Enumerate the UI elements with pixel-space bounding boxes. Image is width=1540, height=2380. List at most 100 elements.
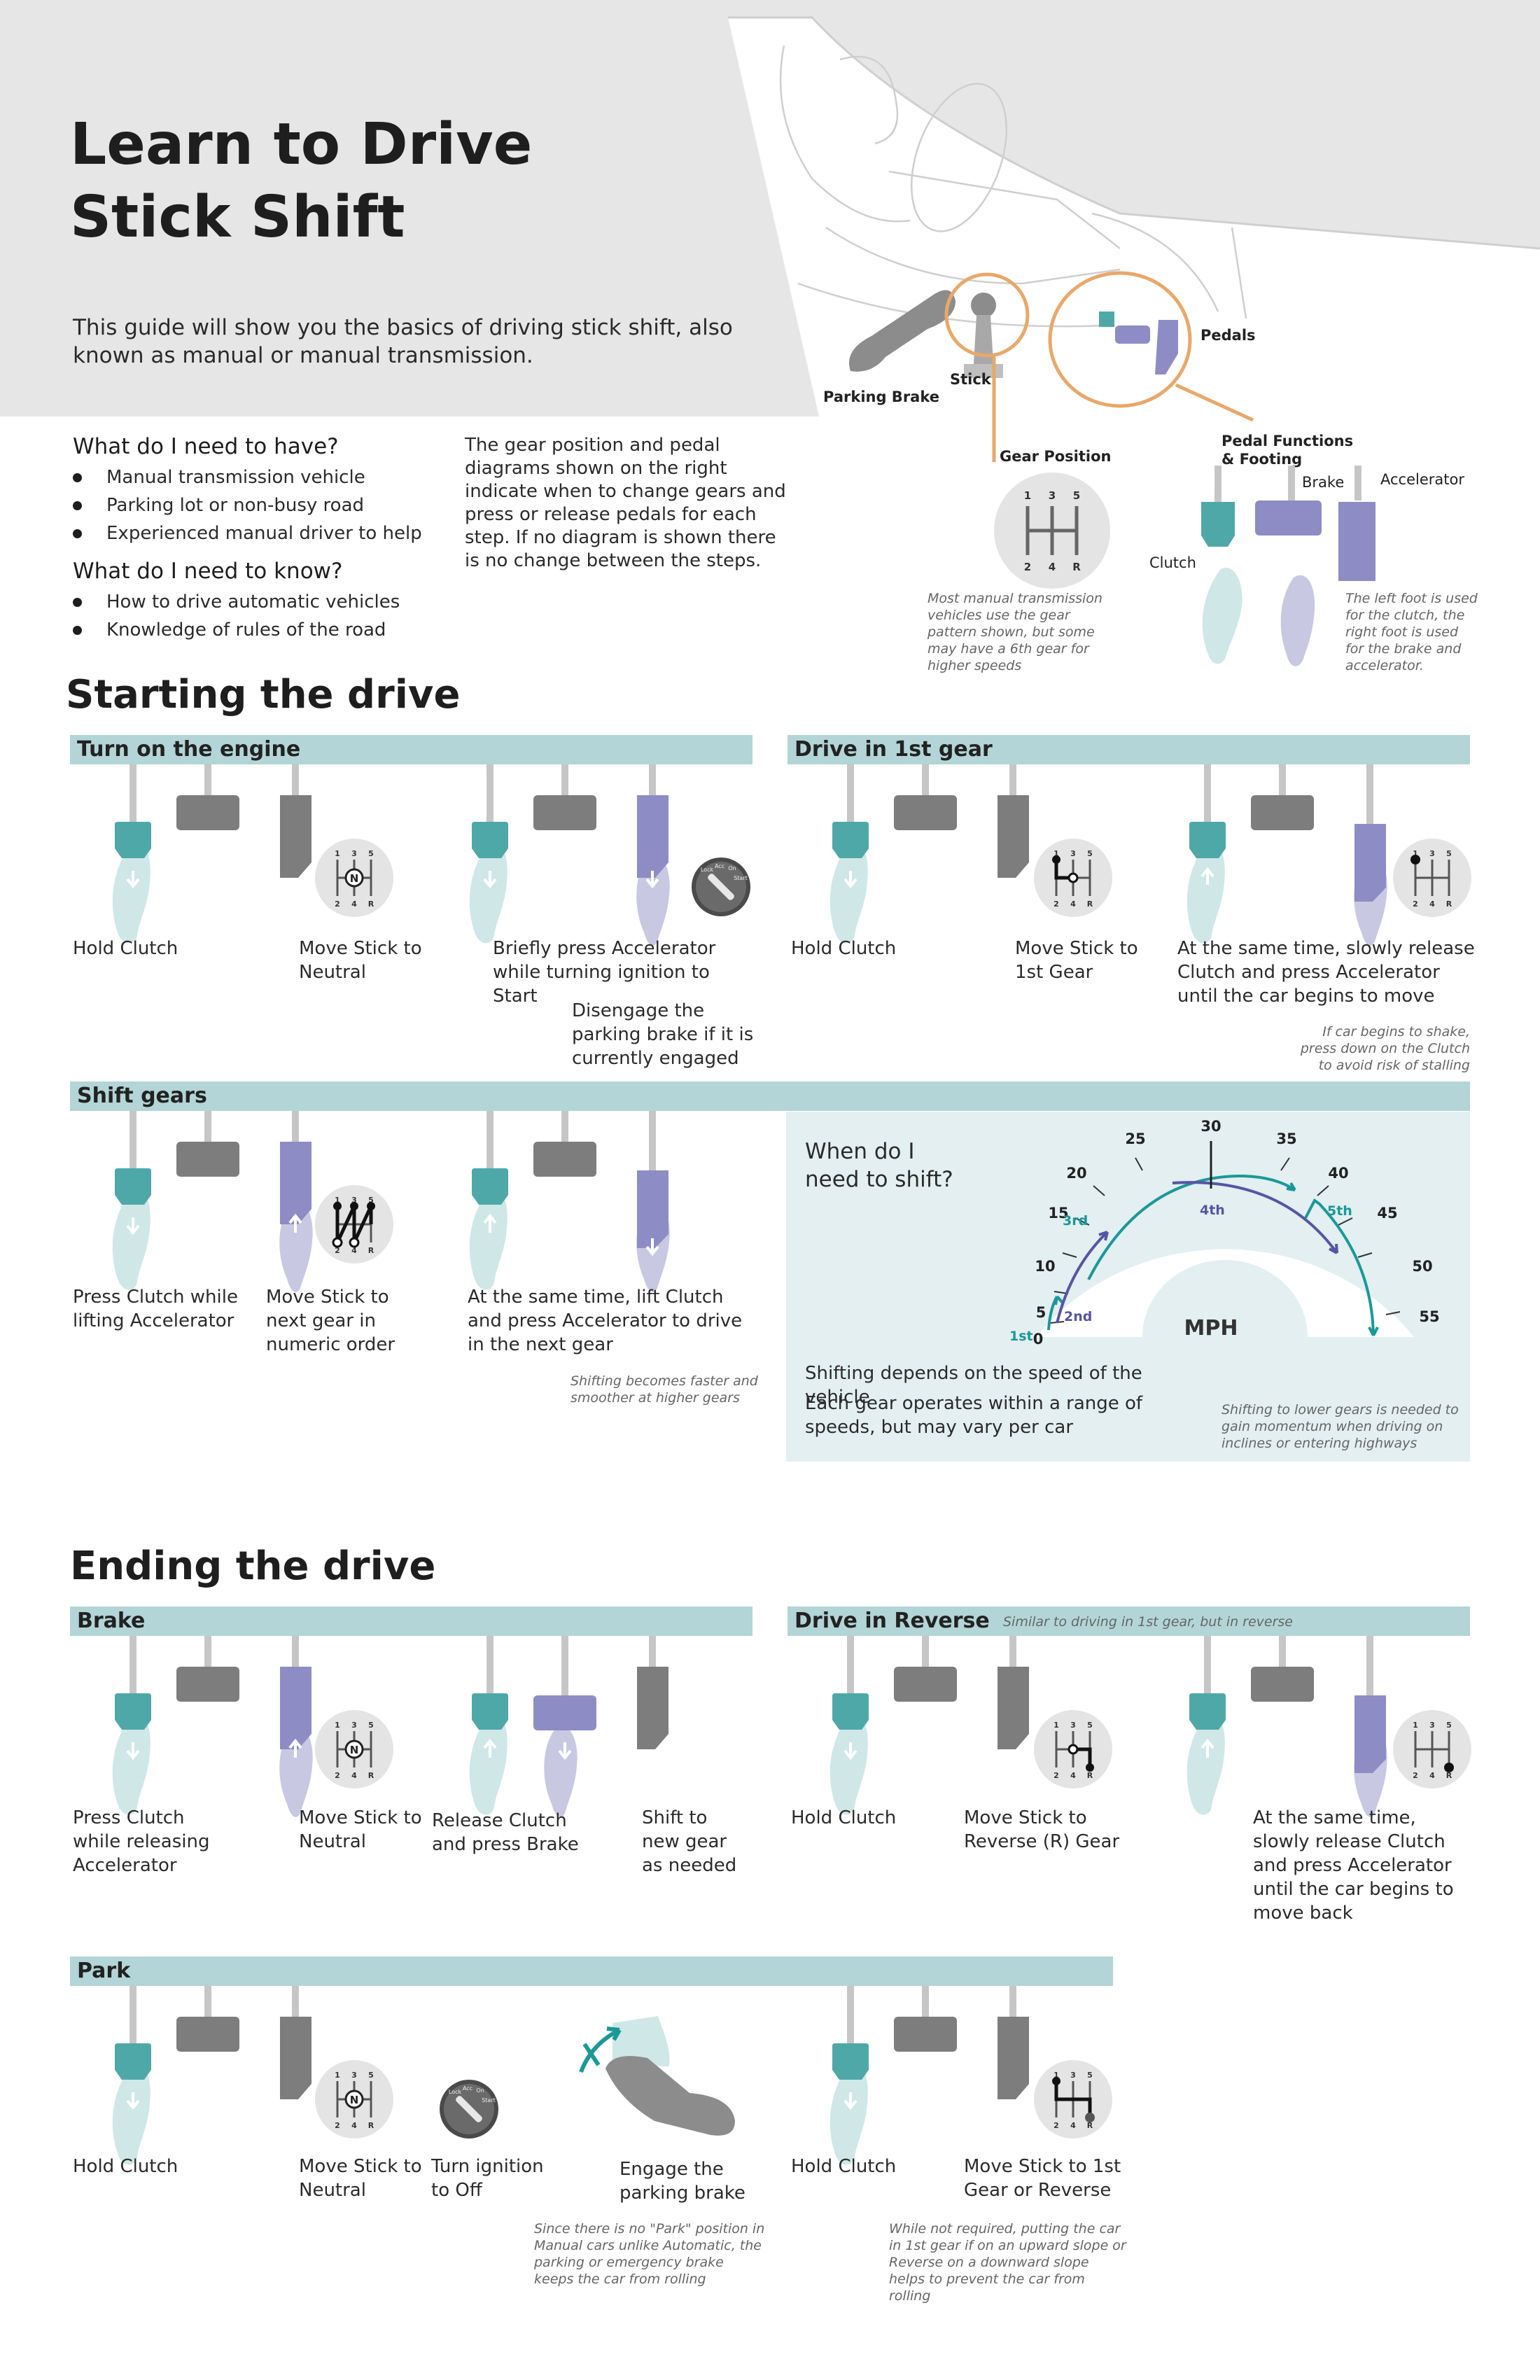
accelerator-label: Accelerator <box>1380 471 1464 488</box>
gear-speed-label: 5th <box>1327 1203 1352 1219</box>
pedal-functions-note: The left foot is used for the clutch, th… <box>1345 591 1478 673</box>
when-to-shift-title: When do I need to shift? <box>805 1139 953 1192</box>
reverse-subtitle: Similar to driving in 1st gear, but in r… <box>1003 1614 1293 1630</box>
pedal-set-diagram <box>830 1986 1040 2178</box>
gear-label: 1 <box>1024 489 1031 502</box>
pedal-functions-title: Pedal Functions& Footing <box>1222 433 1354 468</box>
stick-label: Stick <box>950 371 991 388</box>
park-note-gear: While not required, putting the car in 1… <box>889 2221 1126 2304</box>
gear-speed-label: 3rd <box>1063 1213 1088 1228</box>
section-bar-drive-1st-gear: Drive in 1st gear <box>788 735 1470 764</box>
intro-text: This guide will show you the basics of d… <box>73 315 733 368</box>
gear-pattern-diagram: 1 3 5 2 4 R <box>994 472 1110 589</box>
need-to-know-heading: What do I need to know? <box>73 559 343 584</box>
speed-tick: 10 <box>1035 1258 1055 1275</box>
gear-first-icon <box>1392 837 1473 918</box>
pedal-set-diagram <box>830 764 1040 957</box>
diagram-note: The gear position and pedal diagrams sho… <box>465 435 786 571</box>
step-shift-new-gear: Shift to new gear as needed <box>642 1807 737 1876</box>
gear-neutral-icon: N <box>314 837 395 918</box>
gear-label: 5 <box>1073 489 1080 502</box>
gear-position-note: Most manual transmission vehicles use th… <box>927 591 1102 673</box>
shift-text-speed: Shifting depends on the speed of the veh… <box>805 1363 1142 1408</box>
speed-tick: 40 <box>1328 1165 1348 1182</box>
park-note-brake: Since there is no "Park" position in Man… <box>534 2221 765 2287</box>
gear-neutral-icon: N <box>314 2059 395 2140</box>
section-bar-park: Park <box>70 1956 1113 1986</box>
step-move-stick-neutral: Move Stick to Neutral <box>299 1807 422 1852</box>
speed-tick: 50 <box>1412 1258 1432 1275</box>
downshift-note: Shifting to lower gears is needed to gai… <box>1222 1402 1459 1451</box>
orange-callouts <box>944 271 1254 462</box>
step-disengage-brake: Disengage the parking brake if it is cur… <box>572 1000 754 1069</box>
gear-position-title: Gear Position <box>1000 448 1112 465</box>
step-hold-clutch: Hold Clutch <box>791 938 897 959</box>
parking-brake-illustration <box>849 290 955 372</box>
list-item: Parking lot or non-busy road <box>73 491 465 519</box>
step-move-stick-neutral: Move Stick to Neutral <box>299 2156 422 2201</box>
pedal-set-diagram <box>830 1636 1040 1828</box>
step-move-stick-1st-reverse: Move Stick to 1st Gear or Reverse <box>964 2156 1121 2201</box>
section-bar-drive-reverse: Drive in Reverse <box>788 1606 1470 1636</box>
ignition-off-icon <box>440 2080 498 2138</box>
svg-text:N: N <box>350 872 359 885</box>
step-hold-clutch: Hold Clutch <box>791 2156 897 2177</box>
step-hold-clutch: Hold Clutch <box>73 938 178 959</box>
step-move-stick-reverse: Move Stick to Reverse (R) Gear <box>964 1807 1120 1852</box>
step-turn-ignition-off: Turn ignition to Off <box>431 2156 544 2201</box>
brake-label: Brake <box>1302 474 1345 491</box>
pedal-set-diagram <box>469 764 672 957</box>
gear-reverse-icon <box>1032 1709 1114 1790</box>
list-item: Knowledge of rules of the road <box>73 616 465 644</box>
shift-note: Shifting becomes faster and smoother at … <box>570 1373 758 1406</box>
gear-speed-label: 1st <box>1009 1329 1033 1344</box>
gear-first-reverse-icon <box>1032 2059 1114 2140</box>
speed-tick: 20 <box>1066 1165 1086 1182</box>
gear-label: 3 <box>1049 489 1056 502</box>
section-bar-shift-gears: Shift gears <box>70 1082 1470 1111</box>
need-to-know: What do I need to know? How to drive aut… <box>73 559 465 644</box>
gear-shift-pattern-icon <box>314 1184 395 1265</box>
speed-unit: MPH <box>1184 1316 1238 1340</box>
starting-heading: Starting the drive <box>66 672 461 718</box>
step-press-accelerator: Briefly press Accelerator while turning … <box>493 938 716 1007</box>
gear-speed-label: 4th <box>1200 1203 1225 1218</box>
step-move-stick-neutral: Move Stick to Neutral <box>299 938 422 983</box>
step-release-clutch-brake: Release Clutch and press Brake <box>432 1810 579 1855</box>
step-press-clutch-release: Press Clutch while releasing Accelerator <box>73 1807 210 1876</box>
pedal-set-diagram <box>112 1986 322 2178</box>
parking-brake-engage-icon <box>579 2016 735 2136</box>
gear-speed-label: 2nd <box>1064 1309 1092 1324</box>
parking-brake-label: Parking Brake <box>823 388 939 405</box>
gear-label: R <box>1072 561 1081 573</box>
ignition-start-icon <box>692 858 750 916</box>
pedal-set-diagram <box>469 1111 672 1303</box>
ending-heading: Ending the drive <box>70 1544 436 1589</box>
speed-tick: 25 <box>1125 1130 1145 1147</box>
list-item: How to drive automatic vehicles <box>73 588 465 616</box>
pedal-footing-diagram <box>1201 465 1376 666</box>
step-hold-clutch: Hold Clutch <box>73 2156 178 2177</box>
step-press-clutch: Press Clutch while lifting Accelerator <box>73 1287 238 1331</box>
gear-label: 2 <box>1024 561 1031 573</box>
step-release-clutch: At the same time, slowly release Clutch … <box>1177 938 1475 1007</box>
speed-tick: 0 <box>1033 1331 1044 1348</box>
pedal-set-diagram <box>469 1636 679 1828</box>
step-release-clutch-back: At the same time, slowly release Clutch … <box>1253 1807 1454 1924</box>
svg-text:N: N <box>350 1744 359 1756</box>
step-lift-clutch: At the same time, lift Clutch and press … <box>468 1287 743 1355</box>
speed-tick: 35 <box>1276 1130 1296 1147</box>
gear-first-icon <box>1032 837 1114 918</box>
step-move-stick-1st: Move Stick to 1st Gear <box>1015 938 1138 983</box>
pedal-set-diagram <box>112 1111 315 1303</box>
need-to-have-heading: What do I need to have? <box>73 434 339 459</box>
speedometer-diagram: MPH 0 5 10 15 20 25 30 35 40 45 50 55 1s… <box>1009 1118 1440 1348</box>
gear-label: 4 <box>1049 561 1056 573</box>
first-gear-note: If car begins to shake, press down on th… <box>1300 1024 1470 1073</box>
speed-tick: 30 <box>1200 1118 1221 1135</box>
pedal-set-diagram <box>1186 764 1390 957</box>
pedal-set-diagram <box>112 764 322 957</box>
step-engage-parking-brake: Engage the parking brake <box>620 2159 746 2204</box>
pedals-label: Pedals <box>1200 327 1256 344</box>
